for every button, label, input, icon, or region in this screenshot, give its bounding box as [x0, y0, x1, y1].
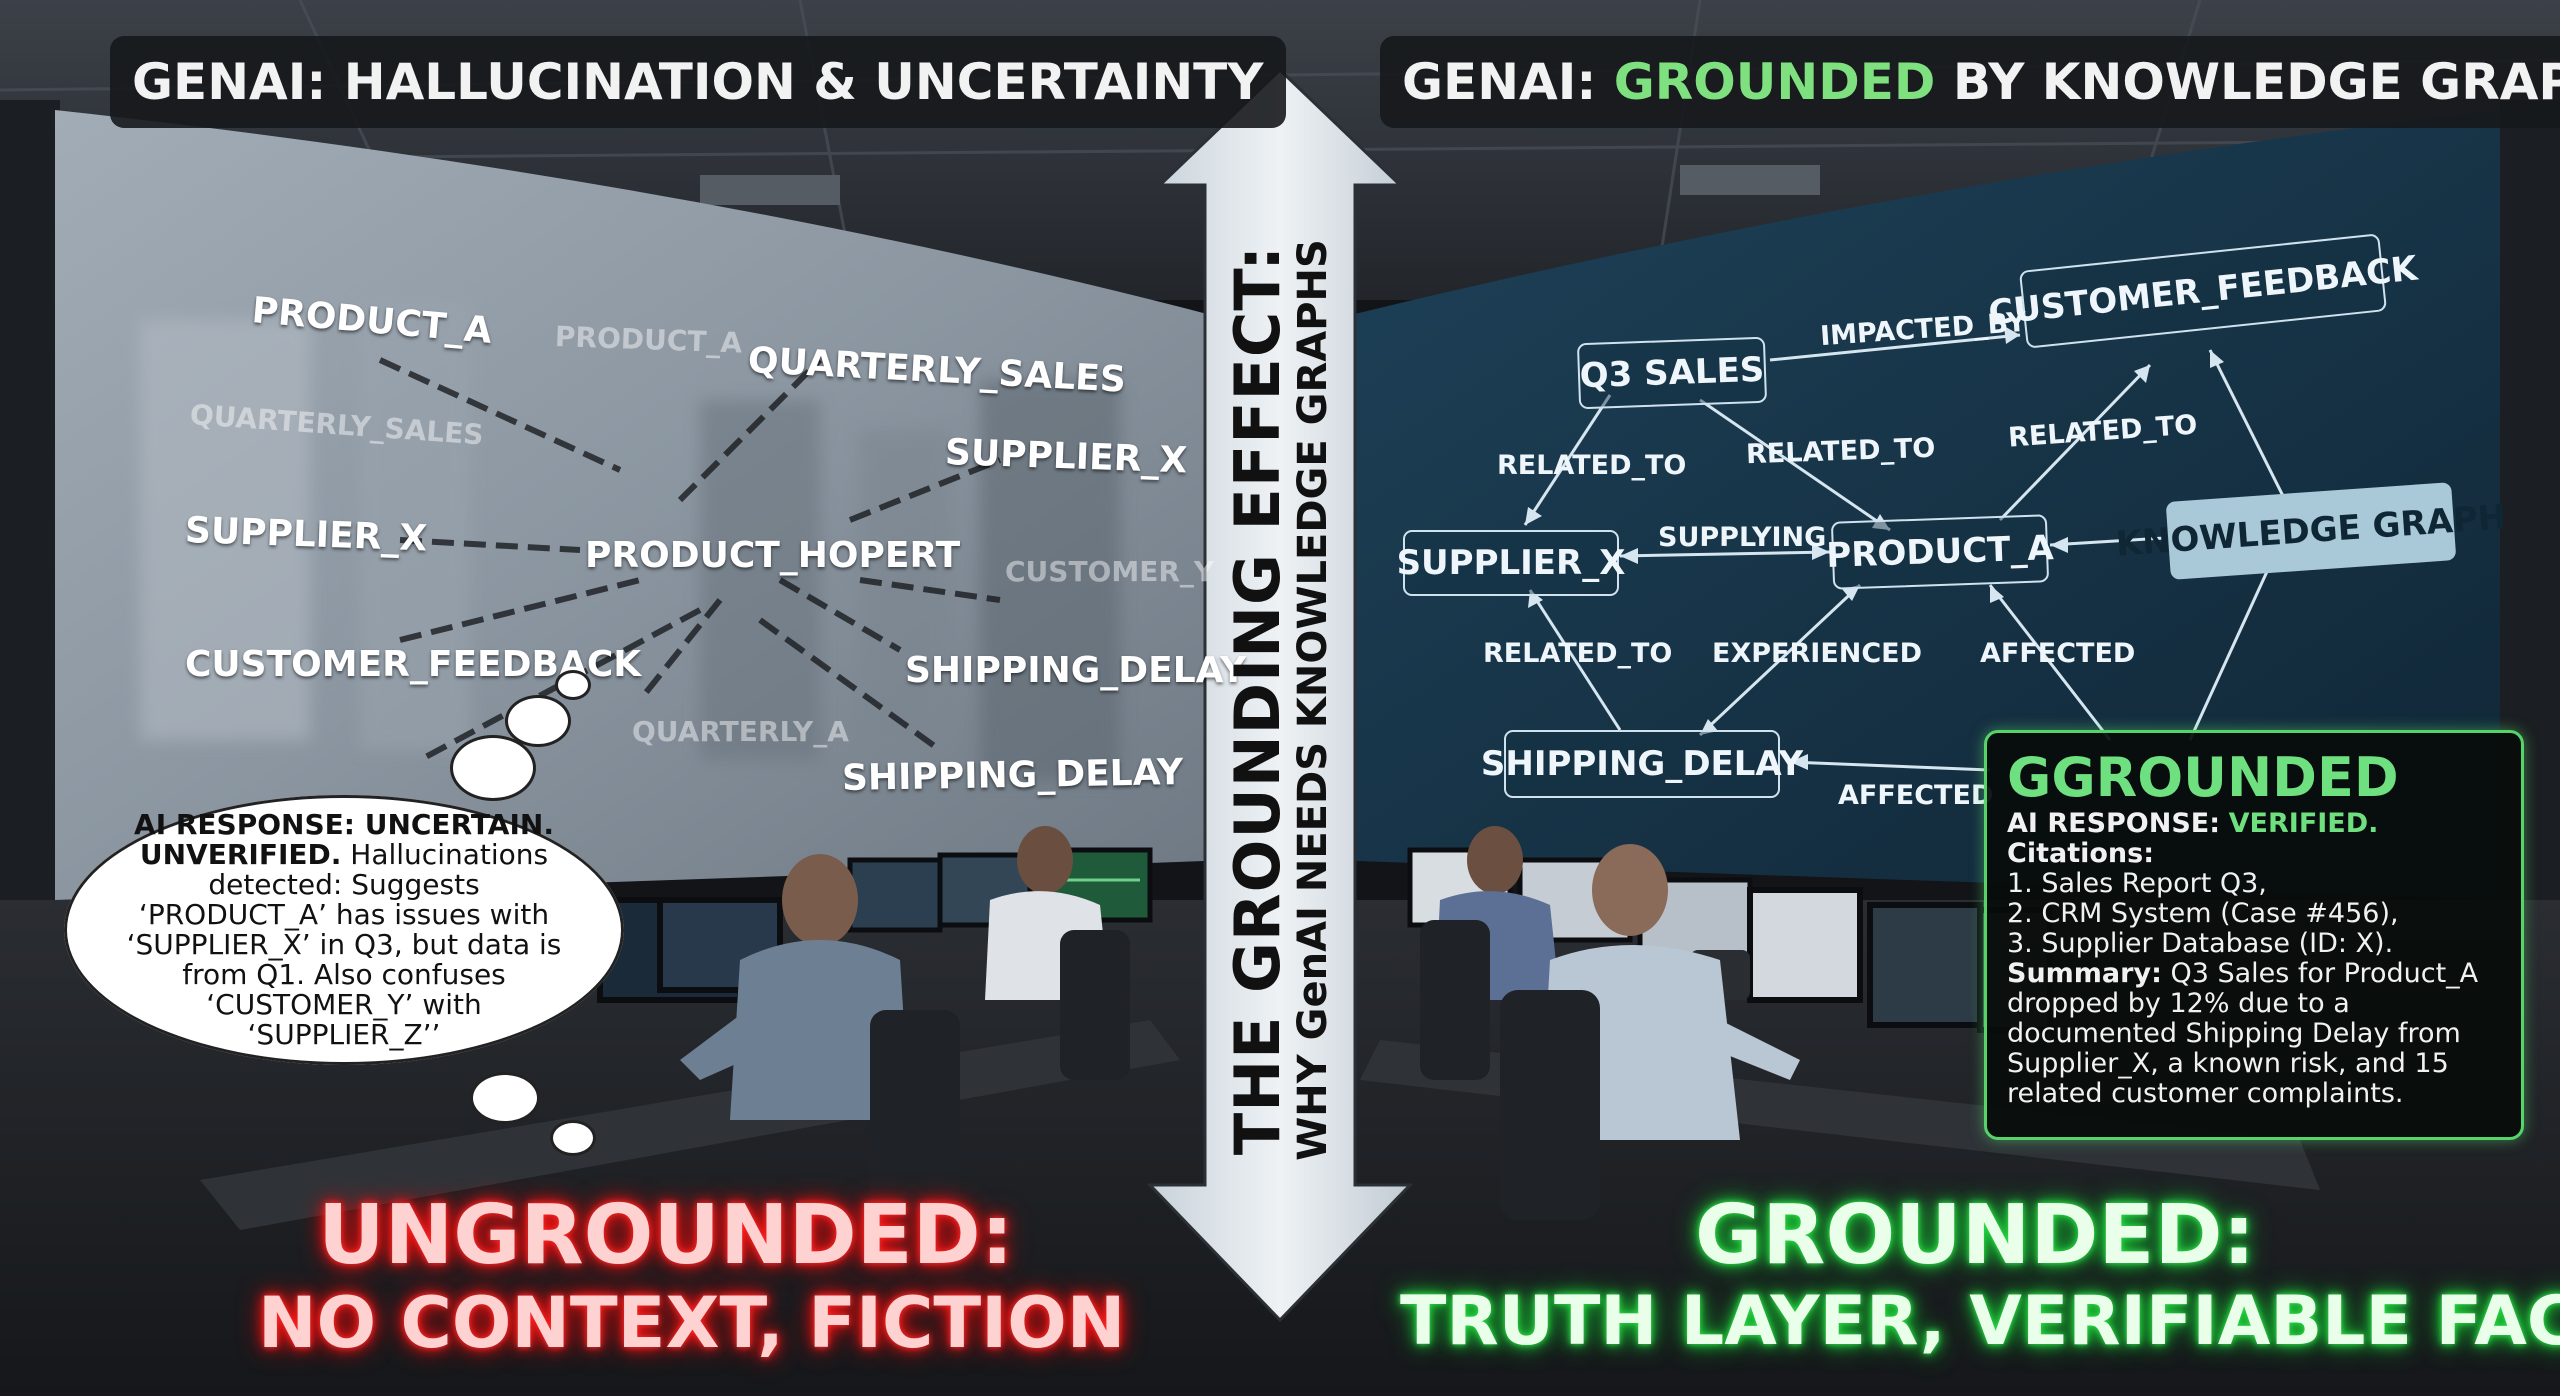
kg-edge-label: SUPPLYING	[1658, 522, 1827, 553]
grounded-caption-line2: TRUTH LAYER, VERIFIABLE FACTS	[1400, 1282, 2560, 1361]
kg-edge-label: AFFECTED	[1838, 780, 1994, 811]
right-panel-title: GENAI: GROUNDED BY KNOWLEDGE GRAPH	[1380, 36, 2560, 128]
kg-node-shipping-delay: SHIPPING_DELAY	[1481, 730, 1803, 798]
kg-node-supplier-x: SUPPLIER_X	[1397, 530, 1625, 596]
grounded-response-line: AI RESPONSE: VERIFIED.	[2007, 809, 2501, 839]
grounded-summary: Summary: Q3 Sales for Product_A dropped …	[2007, 959, 2501, 1109]
left-label: PRODUCT_HOPERT	[585, 535, 961, 576]
g-logo-icon: G	[2007, 746, 2052, 809]
thought-puff	[505, 695, 571, 747]
ai-response-text: AI RESPONSE: UNCERTAIN. UNVERIFIED. Hall…	[114, 810, 574, 1050]
citation-item: 2. CRM System (Case #456),	[2007, 898, 2399, 929]
grounded-response-value: VERIFIED.	[2228, 808, 2379, 839]
summary-label: Summary:	[2007, 958, 2162, 989]
left-label: SUPPLIER_X	[184, 510, 428, 560]
ai-response-status: AI RESPONSE: UNCERTAIN. UNVERIFIED.	[134, 808, 554, 871]
thought-puff	[550, 1120, 596, 1156]
center-subtitle: WHY GenAI NEEDS KNOWLEDGE GRAPHS	[1290, 239, 1336, 1161]
kg-node-product-a: PRODUCT_A	[1826, 514, 2054, 590]
grounded-heading-text: GROUNDED	[2051, 746, 2399, 809]
ai-response-body: Hallucinations detected: Suggests ‘PRODU…	[126, 838, 562, 1051]
left-label: CUSTOMER_Y	[1005, 555, 1215, 588]
ungrounded-caption-line2: NO CONTEXT, FICTION	[258, 1282, 1126, 1364]
right-title-suffix: BY KNOWLEDGE GRAPH	[1935, 53, 2560, 111]
kg-edge-label: EXPERIENCED	[1712, 638, 1923, 669]
kg-edge-label: RELATED_TO	[1745, 432, 1936, 471]
citation-item: 1. Sales Report Q3,	[2007, 868, 2267, 899]
grounded-response-box: GGROUNDED AI RESPONSE: VERIFIED. Citatio…	[1984, 730, 2524, 1140]
right-title-prefix: GENAI:	[1402, 53, 1614, 111]
left-label: SHIPPING_DELAY	[841, 752, 1184, 799]
grounded-response-label: AI RESPONSE:	[2007, 808, 2221, 839]
kg-edge-label: AFFECTED	[1980, 638, 2136, 669]
ai-response-bubble: AI RESPONSE: UNCERTAIN. UNVERIFIED. Hall…	[64, 795, 624, 1065]
grounded-heading: GGROUNDED	[2007, 747, 2501, 809]
left-label: PRODUCT_A	[554, 320, 743, 360]
thought-puff	[555, 670, 591, 700]
center-main-title: THE GROUNDING EFFECT:	[1221, 244, 1294, 1156]
thought-puff	[470, 1072, 540, 1124]
left-label: SHIPPING_DELAY	[905, 650, 1247, 691]
citations-label: Citations:	[2007, 838, 2154, 869]
grounded-caption-line1: GROUNDED:	[1695, 1188, 2256, 1283]
right-title-highlight: GROUNDED	[1613, 53, 1936, 111]
ungrounded-caption-line1: UNGROUNDED:	[318, 1188, 1014, 1283]
thought-puff	[450, 735, 536, 801]
left-panel-title: GENAI: HALLUCINATION & UNCERTAINTY	[110, 36, 1286, 128]
kg-edge-label: RELATED_TO	[1497, 450, 1687, 481]
kg-node-q3-sales: Q3 SALES	[1576, 336, 1768, 410]
left-label: SUPPLIER_X	[944, 432, 1188, 482]
kg-edge-label: RELATED_TO	[1483, 638, 1673, 669]
summary-text: Q3 Sales for Product_A dropped by 12% du…	[2007, 958, 2479, 1109]
citation-item: 3. Supplier Database (ID: X).	[2007, 928, 2394, 959]
center-vertical-title: THE GROUNDING EFFECT: WHY GenAI NEEDS KN…	[1221, 239, 1336, 1161]
left-label: QUARTERLY_A	[632, 715, 849, 748]
